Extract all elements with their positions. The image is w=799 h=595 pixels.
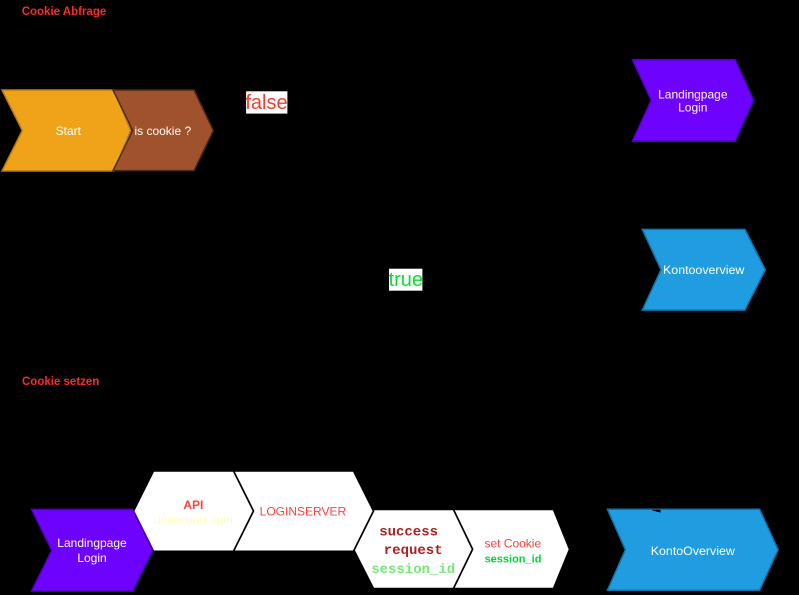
svg-text:Cookie Abfrage: Cookie Abfrage: [22, 6, 107, 18]
svg-text:request: request: [384, 543, 443, 559]
svg-text:LOGINSERVER: LOGINSERVER: [260, 504, 347, 518]
svg-text:false: false: [245, 92, 287, 114]
svg-text:Start: Start: [56, 124, 82, 138]
svg-text:success: success: [379, 524, 438, 540]
svg-text:unsecureLogin: unsecureLogin: [154, 512, 233, 526]
svg-text:Cookie setzen: Cookie setzen: [22, 376, 99, 388]
svg-text:API: API: [183, 498, 203, 512]
svg-text:Landingpage: Landingpage: [658, 87, 728, 101]
svg-text:Login: Login: [678, 101, 707, 115]
svg-text:KontoOverview: KontoOverview: [651, 544, 735, 558]
svg-text:set Cookie: set Cookie: [484, 536, 541, 550]
svg-text:Landingpage: Landingpage: [57, 536, 127, 550]
svg-text:Login: Login: [77, 551, 106, 565]
svg-text:session_id: session_id: [371, 562, 455, 578]
svg-text:session_id: session_id: [485, 553, 542, 565]
svg-text:Kontooverview: Kontooverview: [663, 263, 744, 277]
svg-text:is cookie ?: is cookie ?: [134, 124, 191, 138]
svg-text:true: true: [389, 269, 423, 291]
